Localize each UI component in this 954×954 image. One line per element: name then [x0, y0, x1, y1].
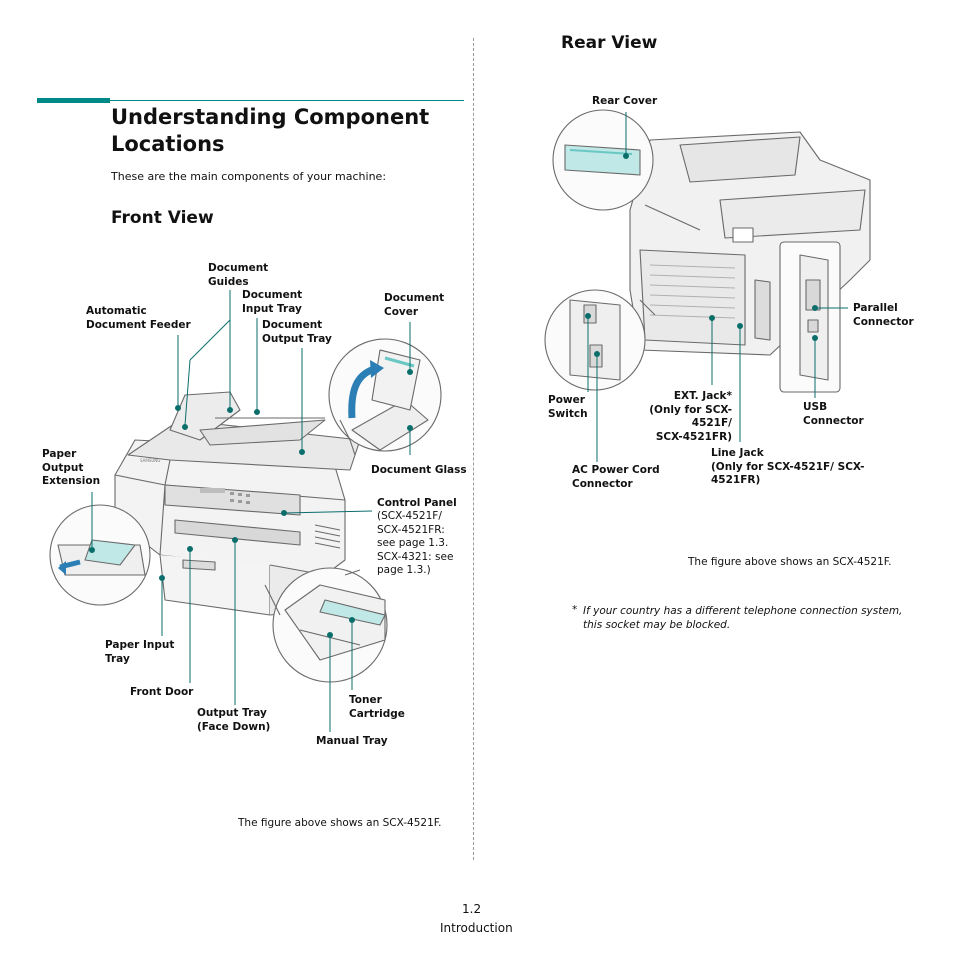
label-manual-tray: Manual Tray	[316, 735, 388, 747]
label-ac-power-cord-connector: AC Power Cord Connector	[572, 464, 660, 490]
label-line-jack: Line Jack (Only for SCX-4521F/ SCX- 4521…	[711, 447, 865, 486]
intro-text: These are the main components of your ma…	[111, 170, 387, 183]
title-accent-bar	[37, 98, 110, 103]
label-usb-connector: USB Connector	[803, 401, 864, 427]
label-document-output-tray: Document Output Tray	[262, 319, 332, 345]
label-ext-jack: EXT. Jack* (Only for SCX-4521F/ SCX-4521…	[649, 390, 732, 443]
front-view-caption: The figure above shows an SCX-4521F.	[238, 817, 442, 829]
document-cover-zoom	[328, 338, 442, 456]
label-document-input-tray: Document Input Tray	[242, 289, 303, 315]
label-paper-output-extension: Paper Output Extension	[42, 448, 101, 487]
rear-cover-zoom	[552, 109, 701, 231]
label-document-guides: Document Guides	[208, 262, 269, 288]
label-toner-cartridge: Toner Cartridge	[349, 694, 405, 720]
connector-panel-zoom	[779, 241, 841, 393]
footnote-mark: *	[572, 604, 578, 616]
label-automatic-document-feeder: Automatic Document Feeder	[86, 305, 191, 331]
label-paper-input-tray: Paper Input Tray	[105, 639, 175, 665]
device-brand-text: SAMSUNG	[140, 458, 160, 463]
column-divider	[473, 38, 474, 860]
power-switch-zoom	[544, 289, 656, 391]
paper-output-extension-zoom	[49, 504, 151, 606]
label-power-switch: Power Switch	[548, 394, 588, 420]
label-document-cover: Document Cover	[384, 292, 445, 318]
front-view-heading: Front View	[111, 208, 214, 228]
label-parallel-connector: Parallel Connector	[853, 302, 914, 328]
footer-section: Introduction	[440, 921, 513, 935]
label-front-door: Front Door	[130, 686, 194, 698]
rear-view-heading: Rear View	[561, 33, 658, 53]
title-rule	[110, 100, 464, 101]
rear-view-caption: The figure above shows an SCX-4521F.	[688, 556, 892, 568]
label-control-panel-note: (SCX-4521F/ SCX-4521FR: see page 1.3. SC…	[377, 510, 454, 576]
footnote-text: If your country has a different telephon…	[583, 605, 903, 631]
label-document-glass: Document Glass	[371, 464, 467, 476]
label-rear-cover: Rear Cover	[592, 95, 658, 107]
toner-cartridge-zoom	[272, 567, 388, 683]
label-output-tray: Output Tray (Face Down)	[197, 707, 271, 733]
label-control-panel: Control Panel	[377, 497, 457, 509]
page-title: Understanding Component Locations	[111, 105, 430, 156]
page-number: 1.2	[462, 902, 482, 916]
